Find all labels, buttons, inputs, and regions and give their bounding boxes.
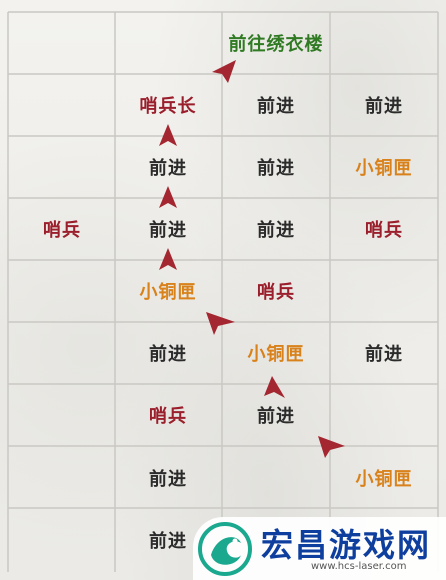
arrow-up-icon: [159, 124, 177, 146]
cell-r2c3: 小铜匣: [355, 158, 413, 179]
arrow-up-icon: [264, 376, 285, 398]
cell-r6c1: 哨兵: [149, 406, 187, 427]
cell-r1c3: 前进: [365, 96, 403, 117]
cell-r4c1: 小铜匣: [139, 282, 197, 303]
cell-r3c2: 前进: [257, 220, 295, 241]
cell-r4c2: 哨兵: [257, 282, 295, 303]
cell-r1c2: 前进: [257, 96, 295, 117]
cell-r3c0: 哨兵: [43, 220, 81, 241]
cell-r2c1: 前进: [149, 158, 187, 179]
arrow-up-left-icon: [206, 312, 235, 335]
site-watermark: 宏昌游戏网 www.hcs-laser.com: [193, 517, 446, 580]
watermark-url: www.hcs-laser.com: [311, 561, 407, 572]
arrow-up-icon: [159, 248, 177, 270]
cell-r0c2: 前往绣衣楼: [228, 34, 324, 55]
cell-r6c2: 前进: [257, 406, 295, 427]
cell-r5c3: 前进: [365, 344, 403, 365]
dragon-logo-icon: [198, 522, 252, 576]
cell-r3c1: 前进: [149, 220, 187, 241]
cell-r5c1: 前进: [149, 344, 187, 365]
watermark-title: 宏昌游戏网: [261, 526, 432, 564]
cell-r5c2: 小铜匣: [247, 344, 305, 365]
cell-r1c1: 哨兵长: [139, 96, 197, 117]
arrow-up-icon: [159, 186, 177, 208]
cell-r7c1: 前进: [149, 469, 187, 490]
cell-r2c2: 前进: [257, 158, 295, 179]
arrow-up-right-icon: [212, 60, 236, 83]
cell-r7c3: 小铜匣: [355, 469, 413, 490]
arrow-up-left-icon: [318, 436, 345, 458]
cell-r8c1: 前进: [149, 531, 187, 552]
cell-r3c3: 哨兵: [365, 220, 403, 241]
